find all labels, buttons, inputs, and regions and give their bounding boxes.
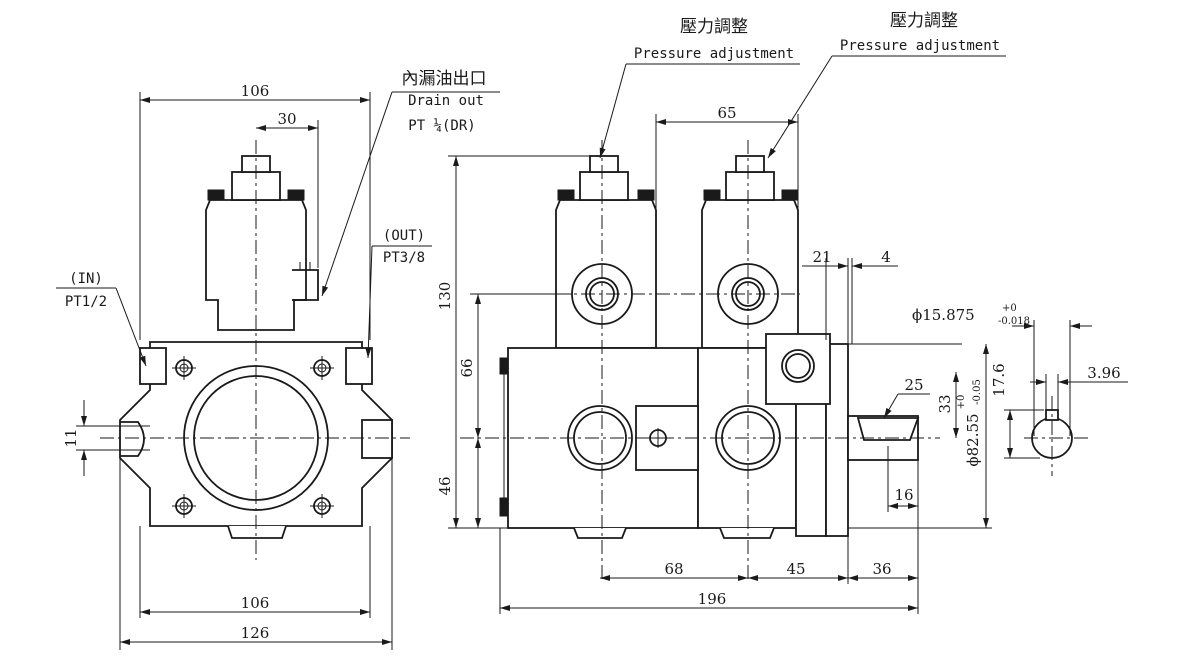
dim-base-36: 36: [872, 560, 891, 578]
dim-side-valve-spacing: 65: [717, 104, 736, 122]
front-right-boss: [361, 419, 393, 459]
front-mount-hole-tl: [172, 356, 196, 380]
dim-shaft-25: 25: [904, 376, 923, 394]
dim-front-top-width: 106: [241, 82, 270, 100]
side-foot-2: [719, 527, 775, 539]
side-view: [448, 55, 1006, 614]
front-knurl-left: [207, 189, 225, 201]
dim-shaft-tol-lower: -0.018: [998, 316, 1030, 327]
dim-pilot-tol-lower: -0.05: [972, 379, 983, 405]
front-in-port: [139, 347, 167, 385]
callout-out-label: (OUT): [383, 228, 425, 244]
callout-in-label: (IN): [69, 271, 103, 287]
dim-front-overall-width: 126: [241, 624, 270, 642]
dim-pilot-dia: ϕ82.55: [964, 413, 982, 466]
dim-shaft-dia: ϕ15.875: [912, 306, 975, 324]
dim-side-overall-height: 130: [436, 282, 454, 311]
dim-base-68: 68: [664, 560, 683, 578]
dim-shaft-tol-upper: +0: [1002, 303, 1017, 314]
callout-in-thread: PT1/2: [65, 294, 107, 310]
callout-drain-en: Drain out: [408, 93, 484, 109]
side-valve-1-nut: [579, 171, 629, 201]
front-mount-hole-br: [310, 494, 334, 518]
callout-pressure-1-en: Pressure adjustment: [634, 46, 794, 62]
side-valve-1-screw: [589, 155, 619, 173]
dim-key-height: 17.6: [990, 363, 1008, 396]
side-left-plate-top: [499, 357, 509, 375]
front-mount-hole-tr: [310, 356, 334, 380]
callout-drain-thread: PT ¼(DR): [408, 118, 475, 134]
dim-overall-length: 196: [698, 590, 727, 608]
dim-side-pilot: 4: [881, 248, 891, 266]
dim-side-port-height: 66: [458, 358, 476, 377]
side-valve-2-nut: [725, 171, 775, 201]
callout-drain-zh: 內漏油出口: [402, 69, 487, 89]
front-left-slot: [120, 421, 145, 457]
shaft-section-view: [1004, 320, 1128, 476]
side-foot-1: [573, 527, 627, 539]
side-shaft-key: [856, 417, 920, 441]
dim-pilot-tol-upper: +0: [956, 395, 967, 410]
callout-pressure-2-en: Pressure adjustment: [840, 38, 1000, 54]
dim-pilot-33: 33: [936, 394, 954, 413]
side-left-plate-bottom: [499, 497, 509, 517]
dim-front-port-offset: 30: [277, 110, 296, 128]
front-mount-hole-bl: [172, 494, 196, 518]
dim-base-45: 45: [786, 560, 805, 578]
dim-key-width: 3.96: [1087, 364, 1120, 382]
front-view: [56, 91, 500, 650]
callout-pressure-2-zh: 壓力調整: [890, 11, 958, 31]
front-knurl-right: [287, 189, 305, 201]
front-drain-fitting: [292, 269, 319, 301]
dim-front-hole-height: 11: [62, 428, 80, 447]
callout-pressure-1-zh: 壓力調整: [680, 17, 748, 37]
side-valve-2-screw: [735, 155, 765, 173]
front-foot: [227, 525, 287, 539]
dim-side-flange: 21: [812, 248, 831, 266]
dim-shaft-16: 16: [894, 486, 913, 504]
dim-front-bottom-width: 106: [241, 594, 270, 612]
dim-side-lower-height: 46: [436, 476, 454, 495]
callout-out-thread: PT3/8: [383, 250, 425, 266]
